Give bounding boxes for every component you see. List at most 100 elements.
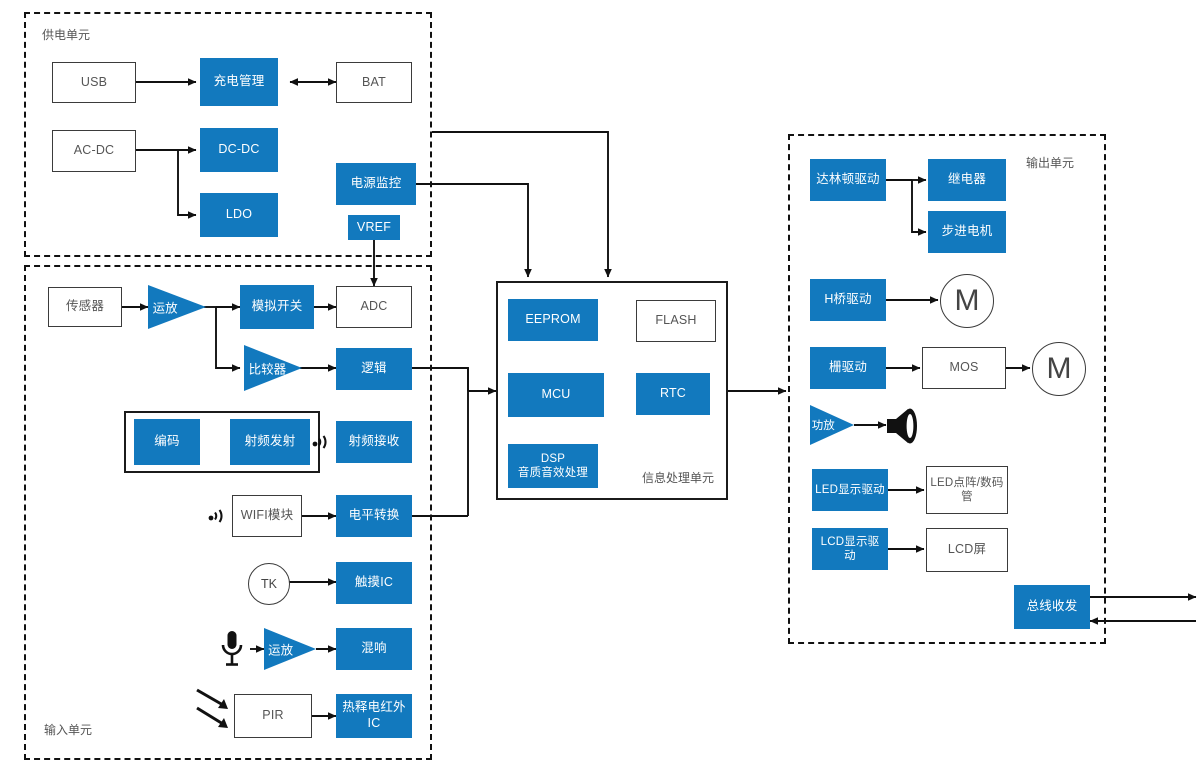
node-lcd-display-driver[interactable]: LCD显示驱动 (812, 528, 888, 570)
node-lcd-display-driver-label: LCD显示驱动 (820, 535, 880, 562)
node-opamp-sensor-label: 运放 (152, 301, 178, 316)
unit-power-frame (24, 12, 432, 257)
node-mos[interactable]: MOS (922, 347, 1006, 389)
node-dc-dc[interactable]: DC-DC (200, 128, 278, 172)
node-h-bridge-driver-label: H桥驱动 (824, 292, 872, 307)
node-relay[interactable]: 继电器 (928, 159, 1006, 201)
node-lcd-screen-label: LCD屏 (947, 542, 987, 557)
node-ac-dc-label: AC-DC (73, 143, 115, 158)
node-analog-switch[interactable]: 模拟开关 (240, 285, 314, 329)
node-flash-label: FLASH (655, 313, 697, 328)
speaker-icon (884, 405, 926, 452)
node-rf-transmit-label: 射频发射 (244, 434, 296, 449)
node-bus-transceiver[interactable]: 总线收发 (1014, 585, 1090, 629)
node-ac-dc[interactable]: AC-DC (52, 130, 136, 172)
node-adc-label: ADC (360, 299, 388, 314)
node-level-shifter[interactable]: 电平转换 (336, 495, 412, 537)
node-pyroelectric-ic-label: 热释电红外IC (342, 700, 406, 730)
node-power-monitor[interactable]: 电源监控 (336, 163, 416, 205)
node-darlington-driver-label: 达林顿驱动 (816, 172, 880, 187)
node-pyroelectric-ic[interactable]: 热释电红外IC (336, 694, 412, 738)
node-reverb-label: 混响 (361, 641, 387, 656)
node-rf-receive[interactable]: 射频接收 (336, 421, 412, 463)
unit-output-frame (788, 134, 1106, 644)
node-led-display-driver[interactable]: LED显示驱动 (812, 469, 888, 511)
node-mos-label: MOS (949, 360, 979, 375)
node-opamp-audio-label: 运放 (268, 643, 294, 658)
node-opamp-sensor[interactable]: 运放 (148, 285, 206, 329)
node-eeprom-label: EEPROM (525, 312, 581, 327)
node-rf-receive-label: 射频接收 (348, 434, 400, 449)
node-stepper-motor-label: 步进电机 (941, 224, 993, 239)
node-eeprom[interactable]: EEPROM (508, 299, 598, 341)
triangle-shape (148, 285, 206, 329)
node-bus-transceiver-label: 总线收发 (1026, 599, 1078, 614)
node-motor-hbridge[interactable]: M (940, 274, 994, 328)
node-reverb[interactable]: 混响 (336, 628, 412, 670)
node-opamp-audio[interactable]: 运放 (264, 628, 316, 670)
infrared-rays-icon (194, 686, 238, 741)
node-touch-ic[interactable]: 触摸IC (336, 562, 412, 604)
node-pir-label: PIR (262, 708, 284, 723)
node-rtc[interactable]: RTC (636, 373, 710, 415)
node-gate-driver-label: 栅驱动 (828, 360, 868, 375)
triangle-shape (810, 405, 854, 445)
node-dsp[interactable]: DSP 音质音效处理 (508, 444, 598, 488)
wifi-signal-icon (206, 505, 228, 532)
node-stepper-motor[interactable]: 步进电机 (928, 211, 1006, 253)
node-touch-key[interactable]: TK (248, 563, 290, 605)
node-analog-switch-label: 模拟开关 (251, 299, 303, 314)
triangle-shape (244, 345, 302, 391)
node-usb[interactable]: USB (52, 62, 136, 103)
node-led-panel-label: LED点阵/数码管 (930, 476, 1004, 503)
node-dsp-label-line1: DSP (540, 452, 566, 465)
node-led-panel[interactable]: LED点阵/数码管 (926, 466, 1008, 514)
node-touch-key-label: TK (261, 577, 277, 591)
node-charge-management[interactable]: 充电管理 (200, 58, 278, 106)
node-ldo[interactable]: LDO (200, 193, 278, 237)
node-dsp-label-line2: 音质音效处理 (517, 467, 589, 479)
node-level-shifter-label: 电平转换 (348, 508, 400, 523)
node-wifi-module[interactable]: WIFI模块 (232, 495, 302, 537)
node-mcu[interactable]: MCU (508, 373, 604, 417)
node-comparator-label: 比较器 (248, 362, 287, 377)
node-lcd-screen[interactable]: LCD屏 (926, 528, 1008, 572)
node-encoder[interactable]: 编码 (134, 419, 200, 465)
node-wifi-module-label: WIFI模块 (240, 508, 294, 523)
node-ldo-label: LDO (225, 207, 253, 222)
unit-input-frame (24, 265, 432, 760)
node-motor-mos[interactable]: M (1032, 342, 1086, 396)
node-sensor-label: 传感器 (65, 299, 105, 314)
node-logic-label: 逻辑 (361, 361, 387, 376)
node-rf-transmit[interactable]: 射频发射 (230, 419, 310, 465)
node-logic[interactable]: 逻辑 (336, 348, 412, 390)
node-power-amplifier[interactable]: 功放 (810, 405, 854, 445)
wireless-signal-icon (310, 431, 332, 458)
node-battery[interactable]: BAT (336, 62, 412, 103)
node-encoder-label: 编码 (154, 434, 180, 449)
node-motor-mos-label: M (1046, 352, 1072, 385)
node-power-amplifier-label: 功放 (811, 420, 835, 432)
node-usb-label: USB (80, 74, 108, 89)
node-adc[interactable]: ADC (336, 286, 412, 328)
unit-power-label: 供电单元 (42, 28, 91, 42)
node-sensor[interactable]: 传感器 (48, 287, 122, 327)
unit-input-label: 输入单元 (44, 723, 93, 737)
node-power-monitor-label: 电源监控 (350, 176, 402, 191)
node-rtc-label: RTC (659, 386, 687, 401)
node-vref[interactable]: VREF (348, 215, 400, 240)
microphone-icon (218, 628, 246, 675)
node-darlington-driver[interactable]: 达林顿驱动 (810, 159, 886, 201)
node-pir[interactable]: PIR (234, 694, 312, 738)
node-motor-hbridge-label: M (954, 284, 980, 317)
node-battery-label: BAT (362, 74, 386, 89)
node-h-bridge-driver[interactable]: H桥驱动 (810, 279, 886, 321)
node-comparator[interactable]: 比较器 (244, 345, 302, 391)
node-flash[interactable]: FLASH (636, 300, 716, 342)
unit-output-label: 输出单元 (1026, 156, 1075, 170)
node-dc-dc-label: DC-DC (218, 142, 260, 157)
node-gate-driver[interactable]: 栅驱动 (810, 347, 886, 389)
node-touch-ic-label: 触摸IC (354, 575, 394, 590)
node-mcu-label: MCU (541, 387, 571, 402)
